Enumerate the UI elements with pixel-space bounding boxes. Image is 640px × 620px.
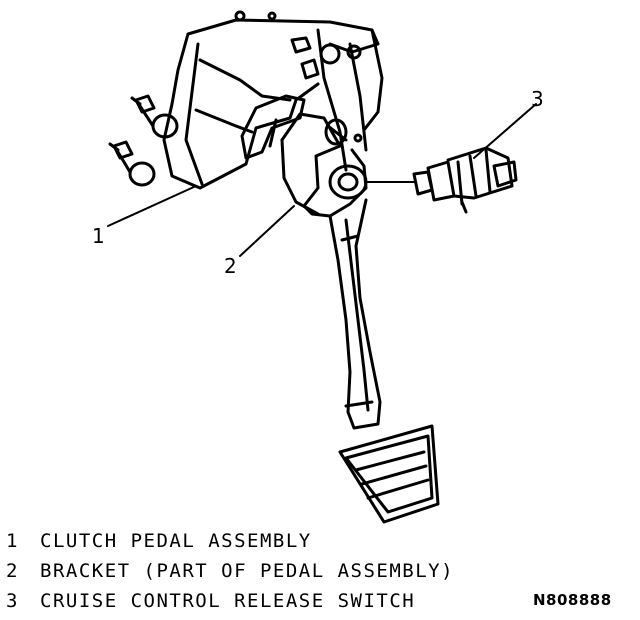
parts-legend: 1 CLUTCH PEDAL ASSEMBLY 2 BRACKET (PART … [6, 530, 526, 620]
legend-text: CRUISE CONTROL RELEASE SWITCH [40, 590, 416, 612]
callout-number-3: 3 [531, 87, 544, 111]
figure-code: N808888 [533, 591, 612, 609]
legend-number: 2 [6, 560, 19, 582]
leader-line-1 [107, 185, 197, 227]
callout-number-2: 2 [224, 254, 237, 278]
leader-lines [107, 103, 537, 257]
callout-number-1: 1 [92, 224, 105, 248]
mounting-studs [108, 94, 179, 187]
legend-number: 1 [6, 530, 19, 552]
legend-item: 3 CRUISE CONTROL RELEASE SWITCH [6, 590, 526, 620]
pedal-bracket-housing [162, 10, 384, 190]
legend-number: 3 [6, 590, 19, 612]
legend-item: 1 CLUTCH PEDAL ASSEMBLY [6, 530, 526, 560]
cruise-release-switch [365, 146, 518, 214]
legend-text: BRACKET (PART OF PEDAL ASSEMBLY) [40, 560, 455, 582]
legend-text: CLUTCH PEDAL ASSEMBLY [40, 530, 312, 552]
pedal-arm [280, 112, 382, 430]
pedal-pad [338, 424, 440, 524]
leader-line-3 [473, 103, 537, 159]
legend-item: 2 BRACKET (PART OF PEDAL ASSEMBLY) [6, 560, 526, 590]
leader-line-2 [239, 205, 295, 257]
